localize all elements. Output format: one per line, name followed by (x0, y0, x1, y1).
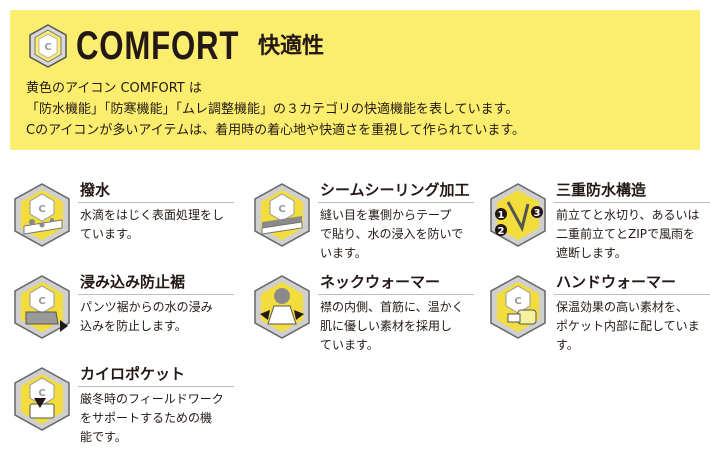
brand-title: COMFORT (76, 24, 240, 68)
hem-guard-icon: C (14, 275, 70, 339)
desc-line: す。 (556, 338, 579, 352)
feature-title: ネックウォーマー (320, 273, 441, 291)
desc-line: ています。 (80, 227, 139, 241)
divider (554, 294, 710, 295)
feature-description: 水滴をはじく表面処理をし ています。 (80, 206, 234, 244)
desc-line: 水滴をはじく表面処理をし (80, 208, 225, 222)
desc-line: 前立てと水切り、あるいは (556, 208, 700, 222)
divider (78, 202, 234, 203)
feature-description: 厳冬時のフィールドワーク をサポートするための機 能です。 (80, 390, 234, 447)
divider (78, 386, 234, 387)
feature-title: 浸み込み防止裾 (80, 273, 186, 291)
comfort-logo-icon: C (29, 24, 67, 68)
desc-line: 厳冬時のフィールドワーク (80, 392, 224, 406)
desc-line: 遮断します。 (556, 246, 627, 260)
feature-triple-waterproof: 3 1 2 三重防水構造 前立てと水切り、あるいは 二重前立てとZIPで風雨を … (488, 180, 710, 270)
svg-text:C: C (38, 388, 45, 399)
heat-pack-pocket-icon: C (14, 367, 70, 431)
intro-text: 黄色のアイコン COMFORT は 「防水機能」「防寒機能」「ムレ調整機能」の３… (26, 78, 525, 141)
hand-warmer-icon: C (490, 275, 546, 339)
desc-line: ています。 (320, 338, 379, 352)
feature-title: 三重防水構造 (556, 181, 647, 199)
feature-hand-warmer: C ハンドウォーマー 保温効果の高い素材を、 ポケット内部に配していま す。 (488, 272, 710, 362)
svg-text:C: C (38, 296, 45, 307)
brand-subtitle: 快適性 (258, 34, 325, 59)
desc-line: ポケット内部に配していま (556, 319, 700, 333)
feature-title: カイロポケット (80, 365, 186, 383)
feature-title: シームシーリング加工 (320, 181, 470, 199)
triple-waterproof-icon: 3 1 2 (490, 183, 546, 247)
divider (318, 202, 474, 203)
desc-line: 襟の内側、首筋に、温かく (320, 300, 464, 314)
badge-1: 1 (498, 210, 505, 221)
feature-description: 縫い目を裏側からテープ で貼り、水の浸入を防いで います。 (320, 206, 474, 263)
desc-line: 肌に優しい素材を採用し (320, 319, 453, 333)
feature-seam-sealing: C シームシーリング加工 縫い目を裏側からテープ で貼り、水の浸入を防いで いま… (252, 180, 474, 270)
desc-line: 二重前立てとZIPで風雨を (556, 227, 695, 241)
neck-warmer-icon (254, 275, 310, 339)
divider (318, 294, 474, 295)
desc-line: 能です。 (80, 430, 127, 444)
desc-line: 保温効果の高い素材を、 (556, 300, 689, 314)
badge-2: 2 (498, 226, 505, 237)
feature-water-repellent: C 撥水 水滴をはじく表面処理をし ています。 (12, 180, 234, 270)
feature-heat-pack-pocket: C カイロポケット 厳冬時のフィールドワーク をサポートするための機 能です。 (12, 364, 234, 454)
intro-line: 「防水機能」「防寒機能」「ムレ調整機能」の３カテゴリの快適機能を表しています。 (26, 102, 519, 117)
desc-line: 縫い目を裏側からテープ (320, 208, 452, 222)
feature-hem-guard: C 浸み込み防止裾 パンツ裾からの水の浸み 込みを防止します。 (12, 272, 234, 362)
feature-title: 撥水 (80, 181, 111, 199)
feature-description: 襟の内側、首筋に、温かく 肌に優しい素材を採用し ています。 (320, 298, 474, 355)
svg-text:C: C (278, 204, 285, 215)
seam-sealing-icon: C (254, 183, 310, 247)
desc-line: 込みを防止します。 (80, 319, 187, 333)
desc-line: で貼り、水の浸入を防いで (320, 227, 464, 241)
desc-line: います。 (320, 246, 367, 260)
intro-line: Cのアイコンが多いアイテムは、着用時の着心地や快適さを重視して作られています。 (26, 123, 526, 138)
comfort-banner: C COMFORT 快適性 黄色のアイコン COMFORT は 「防水機能」「防… (10, 10, 700, 150)
intro-line: 黄色のアイコン COMFORT は (26, 81, 202, 96)
water-repellent-icon: C (14, 183, 70, 247)
feature-description: 前立てと水切り、あるいは 二重前立てとZIPで風雨を 遮断します。 (556, 206, 710, 263)
feature-neck-warmer: ネックウォーマー 襟の内側、首筋に、温かく 肌に優しい素材を採用し ています。 (252, 272, 474, 362)
svg-text:C: C (44, 42, 51, 53)
desc-line: をサポートするための機 (80, 411, 213, 425)
badge-3: 3 (534, 208, 541, 219)
svg-text:C: C (38, 204, 45, 215)
desc-line: パンツ裾からの水の浸み (80, 300, 213, 314)
feature-title: ハンドウォーマー (556, 273, 677, 291)
svg-text:C: C (514, 296, 521, 307)
divider (78, 294, 234, 295)
divider (554, 202, 710, 203)
feature-description: 保温効果の高い素材を、 ポケット内部に配していま す。 (556, 298, 710, 355)
feature-description: パンツ裾からの水の浸み 込みを防止します。 (80, 298, 234, 336)
